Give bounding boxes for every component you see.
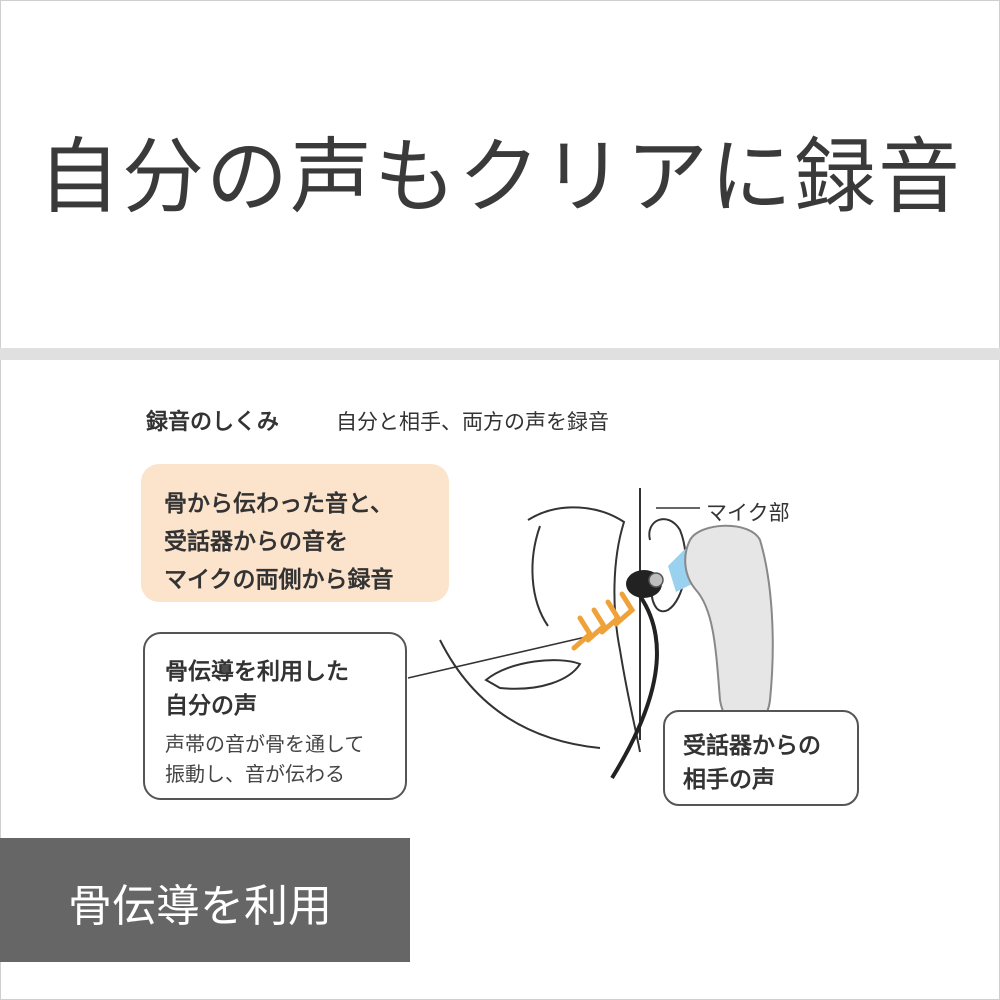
earphone-cable — [610, 594, 659, 780]
footer-caption: 骨伝導を利用 — [68, 881, 332, 932]
earphone-tip — [648, 572, 664, 588]
bubble-heading-line: 骨伝導を利用した — [165, 659, 349, 685]
arrow-chevron — [571, 615, 594, 651]
mouth-shape — [484, 659, 582, 690]
section-title: 録音のしくみ — [146, 410, 279, 435]
pointer-line — [407, 635, 591, 679]
own-voice-bubble: 骨伝導を利用した 自分の声 声帯の音が骨を通して 振動し、音が伝わる — [143, 632, 407, 800]
bone-conduction-arrows — [571, 591, 636, 651]
recording-explanation-bubble: 骨から伝わった音と、 受話器からの音を マイクの両側から録音 — [141, 464, 449, 602]
section-subtitle: 自分と相手、両方の声を録音 — [336, 410, 609, 434]
mic-label: マイク部 — [706, 501, 790, 525]
bubble-heading-line: 自分の声 — [165, 693, 257, 719]
arrow-chevron — [599, 599, 622, 635]
bubble-line: 受話器からの音を — [164, 529, 348, 555]
cheek-outline — [531, 525, 549, 627]
bubble-line: マイクの両側から録音 — [164, 567, 394, 593]
handset — [684, 524, 774, 729]
section-divider — [0, 348, 1000, 360]
bubble-detail-line: 声帯の音が骨を通して — [165, 732, 365, 756]
bubble-line: 受話器からの — [683, 733, 821, 759]
arrow-chevron — [585, 607, 608, 643]
bubble-detail-line: 振動し、音が伝わる — [165, 762, 345, 786]
arrow-chevron — [613, 591, 636, 627]
jaw-outline — [439, 639, 601, 749]
face-profile — [527, 506, 641, 753]
other-voice-bubble: 受話器からの 相手の声 — [663, 710, 859, 806]
bubble-line: 骨から伝わった音と、 — [164, 491, 394, 517]
footer-band — [0, 838, 410, 962]
bubble-line: 相手の声 — [683, 767, 775, 793]
headline: 自分の声もクリアに録音 — [37, 130, 962, 225]
